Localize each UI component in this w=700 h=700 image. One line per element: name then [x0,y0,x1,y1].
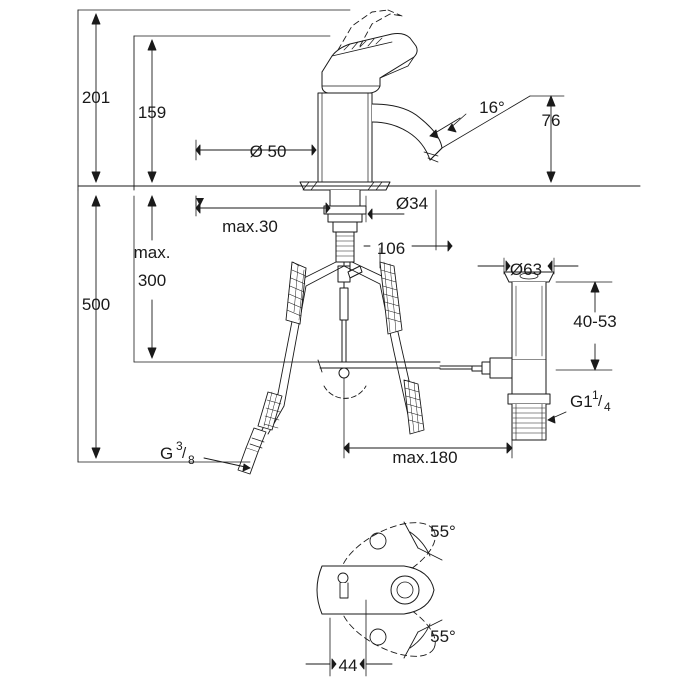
dim-300: 300 [138,271,166,290]
dim-max-180: max.180 [392,448,457,467]
dim-angle-16: 16° [479,98,505,117]
dim-44: 44 [339,656,358,675]
dim-40-53: 40-53 [573,312,616,331]
dim-diameter-50: Ø 50 [250,142,287,161]
dimension-labels: 201 159 500 max. 300 Ø 50 max.30 Ø34 106… [82,88,617,675]
top-view [316,521,443,659]
dim-max-30: max.30 [222,217,278,236]
hose-left [237,261,345,475]
dim-diameter-34: Ø34 [396,194,428,213]
dim-thread-g1-1-4-slash: / [598,393,603,410]
dim-thread-g1-1-4-numerator: 1 [592,388,599,402]
dim-thread-g1-1-4-denominator: 4 [604,400,611,414]
dim-thread-g3-8-numerator: 3 [176,439,183,453]
dim-76: 76 [542,111,561,130]
dim-diameter-63: Ø63 [510,260,542,279]
dim-angle-55-top: 55° [430,522,456,541]
dim-106: 106 [377,239,405,258]
dim-angle-55-bottom: 55° [430,627,456,646]
hose-right [343,261,425,435]
faucet-elevation [77,9,641,475]
waste-assembly [439,271,555,441]
dim-thread-g1-1-4: G1 [570,392,593,411]
dim-thread-g3-8-denominator: 8 [188,453,195,467]
dim-max-label: max. [134,243,171,262]
dim-thread-g3-8: G [160,444,173,463]
dim-159: 159 [138,103,166,122]
dim-500: 500 [82,295,110,314]
dim-thread-g3-8-slash: / [182,445,187,462]
dimension-lines [77,9,613,677]
dim-201: 201 [82,88,110,107]
